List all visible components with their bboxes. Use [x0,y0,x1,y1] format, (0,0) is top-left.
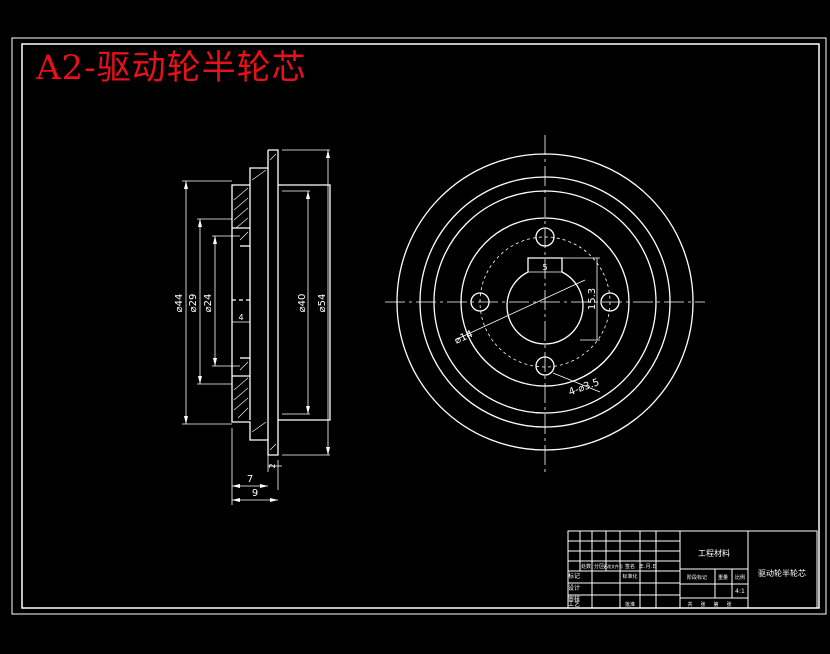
sub-cell-1: 批准 [625,601,635,608]
drawing-title: A2-驱动轮半轮芯 [36,48,307,88]
dim-4: 4 [238,313,243,322]
dim-2: 2 [268,463,277,468]
title-block [567,530,818,609]
header-cell-0: 处数 [581,563,591,570]
part-name: 驱动轮半轮芯 [758,568,806,578]
row-label-1: 设计 [568,584,580,592]
row-label-0: 标记 [568,572,580,580]
sheet-label-0: 共 [687,601,692,608]
side-dimension-lines [182,149,330,505]
stage-label-1: 重量 [718,574,728,581]
side-dimension-arrows [184,150,330,502]
row-label-3: 工艺 [568,600,580,608]
scale-value: 4:1 [735,588,745,595]
title-block-text: 工程材料 驱动轮半轮芯 4:1 标记 设计 审核 工艺 处数 分区 更改文件号 … [568,548,806,608]
front-centerlines [385,135,705,475]
row-label-2: 审核 [568,595,580,603]
header-cell-4: 年.月.日 [639,563,657,570]
header-cell-2: 更改文件号 [603,563,623,569]
dim-d54: ⌀54 [317,294,328,313]
side-dimension-text: ⌀44 ⌀29 ⌀24 ⌀40 ⌀54 4 2 7 9 [174,294,328,499]
header-cell-1: 分区 [594,563,604,570]
side-section-view [231,149,331,456]
dim-d29: ⌀29 [188,294,199,313]
outer-frame [11,37,827,615]
dim-d24: ⌀24 [203,294,214,313]
header-cell-3: 签名 [625,563,635,570]
stage-label-0: 阶段标记 [687,574,707,581]
dim-d40: ⌀40 [297,294,308,313]
inner-frame [21,43,820,609]
dim-holes: 4-⌀3.5 [567,377,601,398]
section-hatch [233,153,277,451]
dim-15-3: 15.3 [587,288,598,310]
sheet-label-3: 张 [726,601,731,608]
sub-cell-0: 标准化 [622,573,637,580]
dim-9: 9 [252,488,258,499]
dim-d44: ⌀44 [174,294,185,313]
dim-7: 7 [247,474,253,485]
company-name: 工程材料 [698,548,730,558]
stage-label-2: 比例 [735,574,745,581]
sheet-label-1: 张 [700,601,705,608]
dim-5: 5 [542,263,547,272]
front-dimension-lines [454,257,601,393]
keyed-bore [506,257,584,345]
sheet-label-2: 第 [713,601,718,608]
